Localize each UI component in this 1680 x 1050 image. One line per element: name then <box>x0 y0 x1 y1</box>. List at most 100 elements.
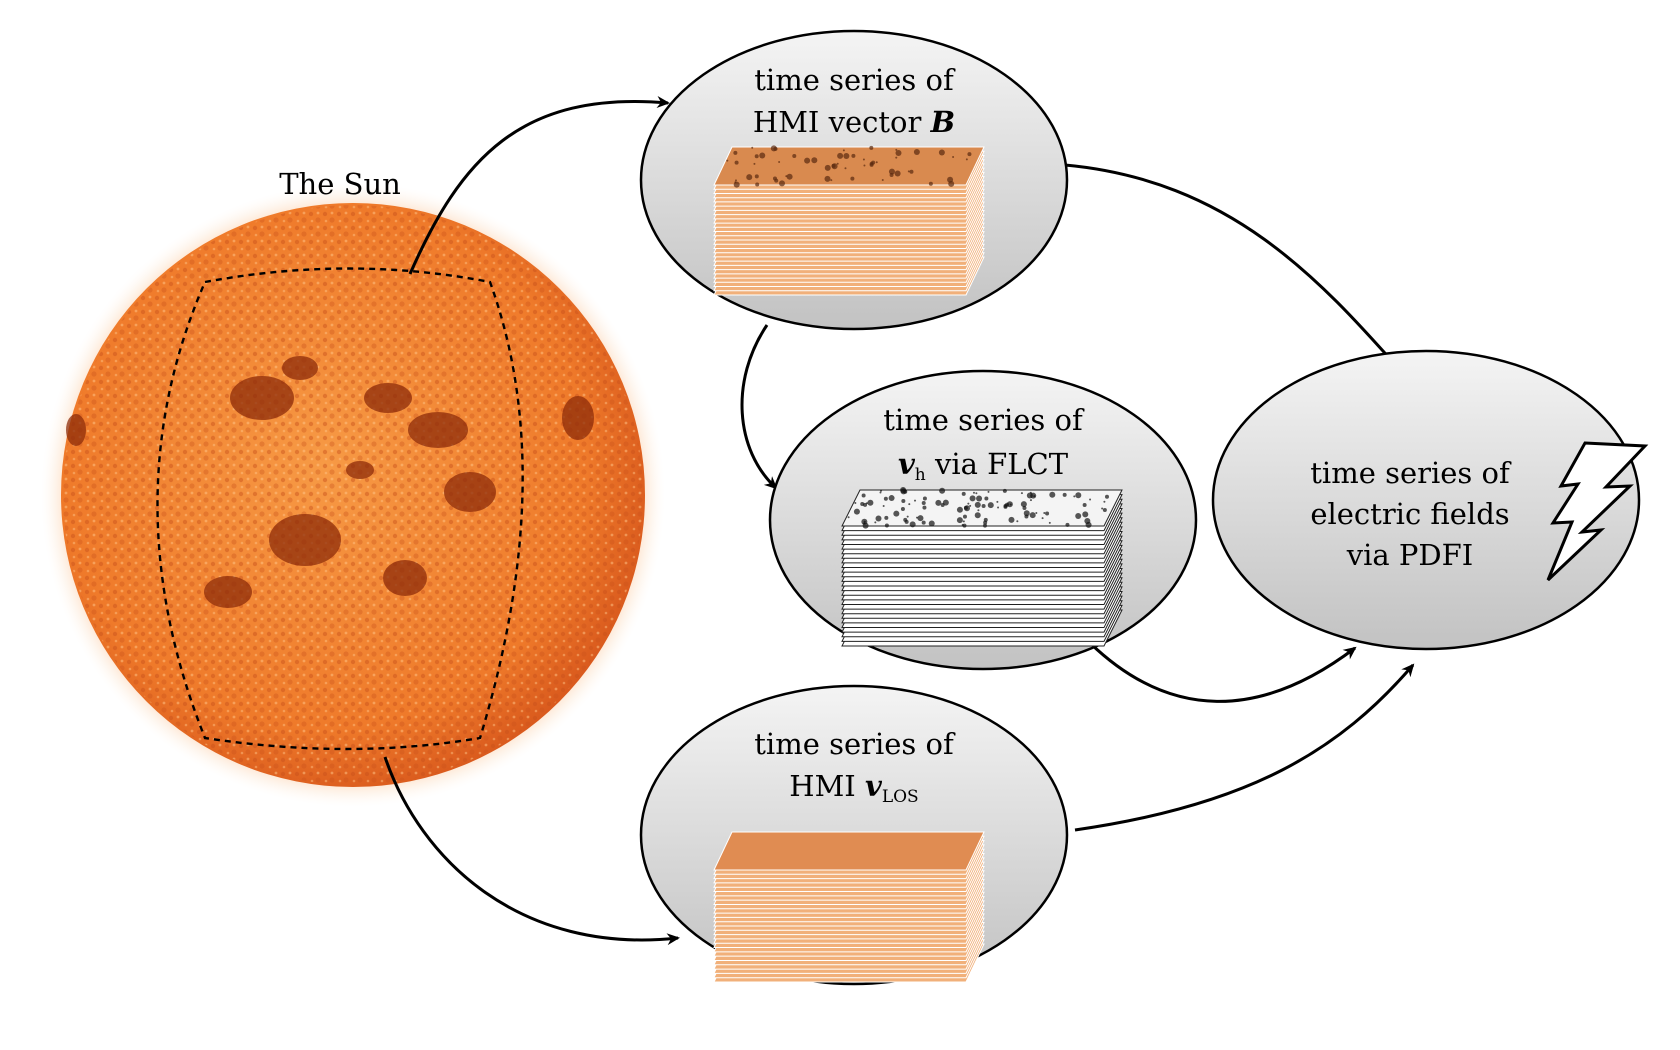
stack-speckle <box>1075 512 1082 519</box>
stack-speckle <box>853 508 860 515</box>
stack-speckle <box>921 520 926 525</box>
stack-speckle <box>863 164 866 167</box>
stack-speckle <box>987 502 994 509</box>
stack-speckle <box>922 505 927 510</box>
stack-speckle <box>1023 510 1030 517</box>
stack-speckle <box>786 173 793 180</box>
stack-speckle <box>1006 501 1013 508</box>
stack-speckle <box>869 162 874 167</box>
stack-speckle <box>746 174 753 181</box>
stack-speckle <box>753 162 756 165</box>
arrow-flct-to-pdfi <box>1088 641 1357 703</box>
sun-region-of-interest <box>156 267 524 751</box>
stack-speckle <box>1104 494 1109 499</box>
stack-speckle <box>974 501 981 508</box>
stack-speckle <box>1043 512 1046 515</box>
stack-speckle <box>843 152 850 159</box>
stack-speckle <box>940 503 945 508</box>
stack-speckle <box>860 502 865 507</box>
stack-speckle <box>861 518 868 525</box>
sun-title: The Sun <box>279 167 401 201</box>
sunspot-groups <box>66 356 594 608</box>
stack-speckle <box>734 179 737 182</box>
stack-speckle <box>908 503 911 506</box>
stack-speckle <box>935 499 942 506</box>
stack-speckle <box>947 176 954 183</box>
stack-speckle <box>987 490 990 493</box>
stack-speckle <box>889 173 894 178</box>
stack-speckle <box>754 154 759 159</box>
stack-speckle <box>974 512 981 519</box>
stack-speckle <box>983 520 988 525</box>
stack-speckle <box>1029 512 1036 519</box>
stack-speckle <box>811 157 818 164</box>
stack-speckle <box>824 164 831 171</box>
stack-speckle <box>976 495 983 502</box>
stack-speckle <box>922 496 927 501</box>
stack-speckle <box>888 168 895 175</box>
stack-speckle <box>972 491 975 494</box>
stack-speckle <box>883 496 888 501</box>
math-symbol: v <box>898 447 916 481</box>
stack-speckle <box>900 506 905 511</box>
stack-speckle <box>1033 495 1036 498</box>
node-label-line2: electric fields <box>1310 497 1509 531</box>
math-symbol: B <box>930 105 956 139</box>
stack-speckle <box>850 176 855 181</box>
stack-speckle <box>888 495 895 502</box>
stack-speckle <box>962 523 967 528</box>
node-label-line2: vh via FLCT <box>898 447 1069 485</box>
stack-speckle <box>726 159 729 162</box>
stack-speckle <box>939 487 946 494</box>
stack-speckle <box>1103 500 1106 503</box>
stack-speckle <box>836 162 839 165</box>
stack-speckle <box>1082 502 1087 507</box>
stack-speckle <box>981 503 986 508</box>
stack-speckle <box>909 169 914 174</box>
stack-speckle <box>1073 495 1076 498</box>
stack-speckle <box>963 505 968 510</box>
stack-speckle <box>907 170 910 173</box>
stack-speckle <box>900 487 907 494</box>
stack-speckle <box>1062 492 1067 497</box>
orange-doppler-stack-icon <box>713 831 985 983</box>
node-label-line1: time series of <box>1310 456 1512 490</box>
stack-speckle <box>831 163 836 168</box>
stack-speckle <box>770 145 777 152</box>
stack-speckle <box>965 158 968 161</box>
stack-speckle <box>1024 514 1029 519</box>
stack-speckle <box>969 504 972 507</box>
stack-speckle <box>881 179 884 182</box>
stack-speckle <box>916 516 919 519</box>
stack-speckle <box>977 509 980 512</box>
stack-speckle <box>893 510 900 517</box>
stack-speckle <box>1065 522 1070 527</box>
stack-speckle <box>906 515 909 518</box>
stack-speckle <box>997 506 1000 509</box>
stack-speckle <box>844 167 847 170</box>
stack-speckle <box>733 150 738 155</box>
stack-speckle <box>785 175 788 178</box>
sun: The Sun <box>41 167 665 807</box>
stack-speckle <box>1089 498 1092 501</box>
stack-speckle <box>967 502 970 505</box>
stack-speckle <box>869 145 874 150</box>
stack-speckle <box>804 157 811 164</box>
label-text: HMI vector <box>753 105 931 139</box>
stack-speckle <box>882 504 885 507</box>
arrow-vector-b-to-pdfi <box>1064 163 1402 372</box>
stack-speckle <box>734 160 739 165</box>
stack-speckle <box>901 498 906 503</box>
stack-speckle <box>1020 492 1023 495</box>
stack-speckle <box>751 146 754 149</box>
stack-speckle <box>895 150 902 157</box>
node-label-line2: HMI vLOS <box>789 769 918 807</box>
node-flct: time series of vh via FLCT <box>768 369 1198 671</box>
stack-speckle <box>1041 517 1044 520</box>
stack-sheet <box>713 831 985 871</box>
stack-speckle <box>895 148 898 151</box>
stack-speckle <box>865 502 868 505</box>
stack-speckle <box>956 506 963 513</box>
stack-speckle <box>861 493 866 498</box>
